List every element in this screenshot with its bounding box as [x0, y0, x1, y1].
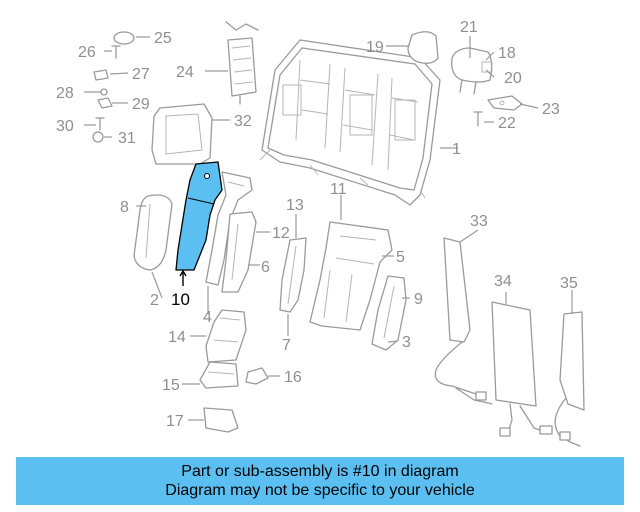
label-11: 11 — [330, 181, 347, 198]
label-20: 20 — [504, 70, 522, 87]
trim-part-6 — [221, 211, 257, 293]
center-cover-part-11 — [309, 221, 393, 331]
label-24: 24 — [176, 64, 194, 81]
label-26: 26 — [78, 44, 96, 61]
label-34: 34 — [494, 273, 512, 290]
pin-part-28 — [91, 88, 108, 96]
highlighted-part-10 — [175, 161, 223, 271]
bracket-part-17 — [203, 407, 239, 433]
label-9: 9 — [414, 291, 423, 308]
banner-line-part-number: Part or sub-assembly is #10 in diagram — [181, 463, 459, 480]
label-21: 21 — [460, 19, 478, 36]
label-28: 28 — [56, 85, 74, 102]
label-18: 18 — [498, 45, 516, 62]
part-labels: 1 2 3 4 5 6 7 8 9 10 11 12 13 14 15 16 1… — [56, 19, 578, 430]
trim-part-13 — [279, 237, 307, 313]
label-14: 14 — [168, 329, 186, 346]
label-1: 1 — [452, 141, 461, 158]
heater-part-33 — [434, 237, 493, 405]
bolt-part-30 — [95, 117, 105, 131]
label-35: 35 — [560, 275, 578, 292]
label-4: 4 — [203, 309, 212, 326]
heater-part-34 — [491, 301, 553, 437]
panel-part-4 — [205, 171, 253, 286]
parts-diagram: 1 2 3 4 5 6 7 8 9 10 11 12 13 14 15 16 1… — [56, 19, 585, 447]
clip-part-25 — [113, 31, 135, 45]
label-15: 15 — [162, 377, 180, 394]
label-22: 22 — [498, 115, 516, 132]
cover-part-8 — [133, 194, 173, 271]
panel-part-9 — [371, 275, 407, 351]
label-29: 29 — [132, 96, 150, 113]
headrest-part-21 — [451, 47, 493, 95]
info-banner: Part or sub-assembly is #10 in diagram D… — [16, 457, 624, 505]
headrest-part-19 — [407, 31, 439, 64]
nut-part-31 — [92, 131, 104, 143]
label-13: 13 — [286, 197, 304, 214]
label-16: 16 — [284, 369, 302, 386]
screw-part-26 — [111, 45, 121, 59]
clip-part-29 — [97, 97, 113, 109]
leader-lines — [84, 36, 573, 421]
clip-part-27 — [93, 69, 109, 81]
bracket-part-23 — [487, 95, 523, 111]
label-23: 23 — [542, 101, 560, 118]
clip-part-16 — [245, 367, 269, 385]
heater-part-35 — [554, 311, 585, 447]
latch-part-24 — [225, 21, 259, 105]
label-5: 5 — [396, 249, 405, 266]
label-19: 19 — [366, 39, 384, 56]
frame-part-15 — [199, 361, 239, 389]
label-31: 31 — [118, 130, 136, 147]
pad-part-32 — [151, 103, 213, 165]
label-3: 3 — [402, 334, 411, 351]
bolt-part-22 — [473, 111, 483, 127]
seat-frame-part-1 — [259, 39, 441, 206]
label-6: 6 — [261, 259, 270, 276]
label-25: 25 — [154, 30, 172, 47]
label-8: 8 — [120, 199, 129, 216]
label-33: 33 — [470, 213, 488, 230]
label-10-highlighted: 10 — [171, 290, 190, 309]
label-27: 27 — [132, 66, 150, 83]
label-2: 2 — [150, 292, 159, 309]
label-17: 17 — [166, 413, 184, 430]
label-30: 30 — [56, 118, 74, 135]
banner-line-disclaimer: Diagram may not be specific to your vehi… — [165, 482, 475, 499]
label-12: 12 — [272, 225, 290, 242]
cushion-part-14 — [205, 309, 247, 363]
label-7: 7 — [282, 337, 291, 354]
label-32: 32 — [234, 113, 252, 130]
